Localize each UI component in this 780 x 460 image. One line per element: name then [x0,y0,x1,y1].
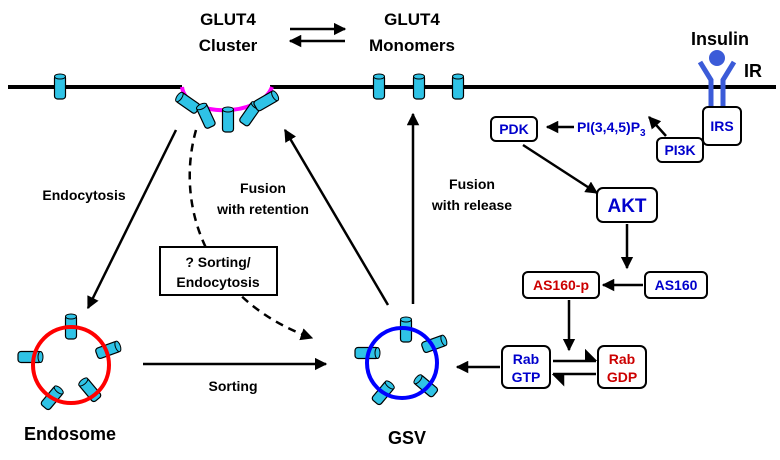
pip3-label: PI(3,4,5)P3 [577,119,646,139]
glut4-membrane-left [53,73,67,100]
arrow-fusion-retention [283,128,390,306]
rab-gdp-label-1: Rab [609,351,635,367]
endocytosis-label: Endocytosis [42,187,125,203]
insulin-receptor [697,50,737,108]
glut4-endosome-left [17,350,44,364]
pip3-main: PI(3,4,5)P [577,119,640,135]
pdk-label: PDK [499,121,529,137]
irs-box [702,106,742,146]
sorting-box-line1: ? Sorting/ [185,254,250,270]
endosome-vesicle [31,325,111,405]
pi3k-label: PI3K [664,142,695,158]
trafficking-arrows [86,112,420,371]
glut4-cluster-1 [175,91,201,114]
arrow-irs-pi3k [648,116,667,137]
pip3-subscript: 3 [640,128,646,139]
arrow-endocytosis [86,129,178,310]
rab-gtp-label-2: GTP [512,369,541,385]
rab-gdp-box [597,345,647,389]
as160p-box [522,271,600,299]
fusion-retention-label-1: Fusion [240,180,286,196]
monomer-title-1: GLUT4 [384,10,440,29]
cluster-title-2: Cluster [199,36,258,55]
rab-gtp-label-1: Rab [513,351,539,367]
monomer-title-2: Monomers [369,36,455,55]
arrow-sorting-endocytosis [188,129,314,341]
pi3k-box [656,137,704,163]
glut4-cluster-3 [221,106,235,133]
signaling-arrows [455,116,667,387]
sorting-endocytosis-box [159,246,278,296]
akt-label: AKT [607,196,646,217]
glut4-cluster-5 [253,90,280,112]
gsv-vesicle [365,326,439,400]
sorting-label: Sorting [209,378,258,394]
glut4-monomer-3 [451,73,465,100]
insulin-ball [709,50,725,66]
rab-gtp-box [501,345,551,389]
glut4-cluster-2 [195,102,216,129]
as160-label: AS160 [655,277,698,293]
as160p-label: AS160-p [533,277,589,293]
equilibrium-arrows [288,22,347,48]
akt-box [596,187,658,223]
pdk-box [490,116,538,142]
gsv-label: GSV [388,428,426,448]
sorting-box-line2: Endocytosis [176,274,259,290]
rab-gdp-label-2: GDP [607,369,637,385]
irs-label: IRS [710,118,733,134]
arrow-pdk-akt [522,143,599,195]
fusion-release-label-1: Fusion [449,176,495,192]
endosome-label: Endosome [24,424,116,444]
cluster-title-1: GLUT4 [200,10,256,29]
ir-label: IR [744,61,762,81]
insulin-label: Insulin [691,29,749,49]
glut4-transporters [17,73,465,411]
fusion-retention-label-2: with retention [216,201,309,217]
as160-box [644,271,708,299]
fusion-release-label-2: with release [431,197,512,213]
glut4-monomer-2 [412,73,426,100]
glut4-monomer-1 [372,73,386,100]
